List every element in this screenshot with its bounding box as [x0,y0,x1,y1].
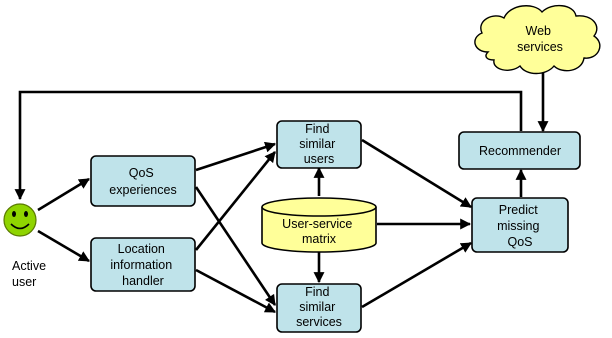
edge-location-to-similar-users [194,151,277,251]
web-services-line-1: Web [526,24,552,38]
predict-missing-qos-node: Predict missing QoS [471,197,569,253]
find-similar-services-line-1: Find [305,285,329,299]
recommender-line-1: Recommender [479,144,561,158]
find-similar-users-line-2: similar [299,137,335,151]
edge-qos-to-similar-users [195,141,277,172]
edge-active-user-to-location-handler [37,229,90,263]
active-user-line-2: user [12,275,36,289]
edge-similar-services-to-predict [361,241,472,309]
location-handler-node: Location information handler [90,237,196,292]
edge-active-user-to-qos-experiences [37,177,90,212]
location-handler-line-1: Location [118,242,165,256]
matrix-line-1: User-service [282,217,352,231]
active-user-line-1: Active [12,259,46,273]
matrix-line-2: matrix [302,232,337,246]
find-similar-users-line-3: users [304,152,335,166]
edge-qos-to-similar-services [194,186,277,306]
qos-experiences-node: QoS experiences [90,155,196,207]
find-similar-services-node: Find similar services [276,283,362,333]
location-handler-line-3: handler [122,274,164,288]
active-user-label: Active user [12,259,50,289]
edge-similar-users-to-predict [361,138,472,209]
recommender-node: Recommender [458,131,581,170]
web-services-label: Web services [517,24,563,54]
location-handler-label: Location information handler [110,242,175,288]
matrix-cylinder-top [261,197,377,217]
predict-line-3: QoS [507,235,532,249]
predict-line-1: Predict [499,203,538,217]
location-handler-line-2: information [110,258,172,272]
find-similar-users-label: Find similar users [299,122,339,166]
qos-experiences-line-1: QoS [129,166,154,180]
edge-location-to-similar-services [195,268,276,314]
edge-recommender-to-active-user [14,90,523,201]
edges [14,70,549,314]
matrix-cylinder-body [261,207,377,253]
predict-line-2: missing [497,219,539,233]
find-similar-users-line-1: Find [305,122,329,136]
matrix-label: User-service matrix [282,217,356,246]
web-services-line-2: services [517,40,563,54]
active-user-node: Active user [3,203,50,289]
find-similar-services-label: Find similar services [296,285,342,329]
qos-experiences-label: QoS experiences [109,166,176,197]
qos-experiences-line-2: experiences [109,183,176,197]
find-similar-services-line-3: services [296,315,342,329]
cloud-shape [474,5,601,75]
web-services-cloud: Web services [474,5,601,75]
smiley-face-icon [3,203,37,237]
predict-missing-qos-label: Predict missing QoS [497,203,543,249]
user-service-matrix-node: User-service matrix [261,197,377,253]
find-similar-users-node: Find similar users [276,120,362,169]
find-similar-services-line-2: similar [299,300,335,314]
recommender-label: Recommender [479,144,561,158]
